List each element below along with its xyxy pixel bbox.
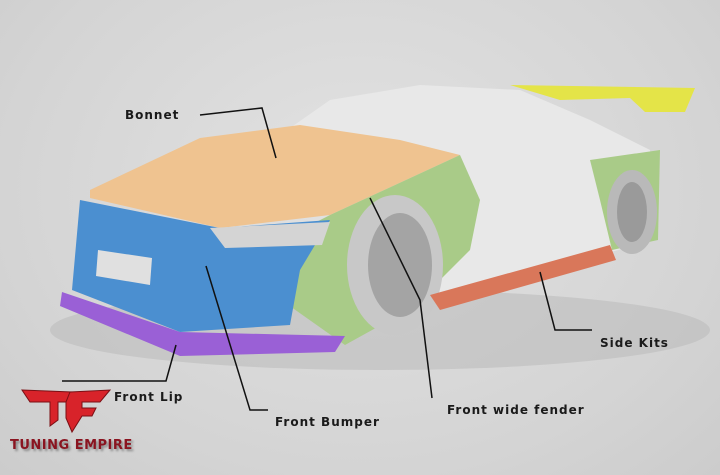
bonnet-leader-line	[199, 107, 277, 159]
front-lip-part	[60, 292, 345, 356]
bumper-leader-line	[205, 265, 268, 411]
fender-leader-line	[369, 197, 433, 399]
side-kits-leader-line	[539, 271, 592, 331]
label-bonnet: Bonnet	[125, 108, 180, 122]
rear-wing	[510, 85, 695, 112]
lip-leader-line	[62, 344, 177, 382]
label-front-lip: Front Lip	[114, 390, 184, 404]
logo-text: TUNING EMPIRE	[10, 438, 133, 453]
headlight	[210, 222, 330, 248]
leader-lines	[62, 107, 592, 411]
license-plate	[96, 250, 152, 285]
label-front-wide-fender: Front wide fender	[447, 403, 585, 417]
rear-rim	[617, 182, 647, 242]
side-skirt-part	[430, 245, 616, 310]
label-side-kits: Side Kits	[600, 336, 669, 350]
bonnet-part	[90, 125, 460, 228]
label-front-bumper: Front Bumper	[275, 415, 380, 429]
